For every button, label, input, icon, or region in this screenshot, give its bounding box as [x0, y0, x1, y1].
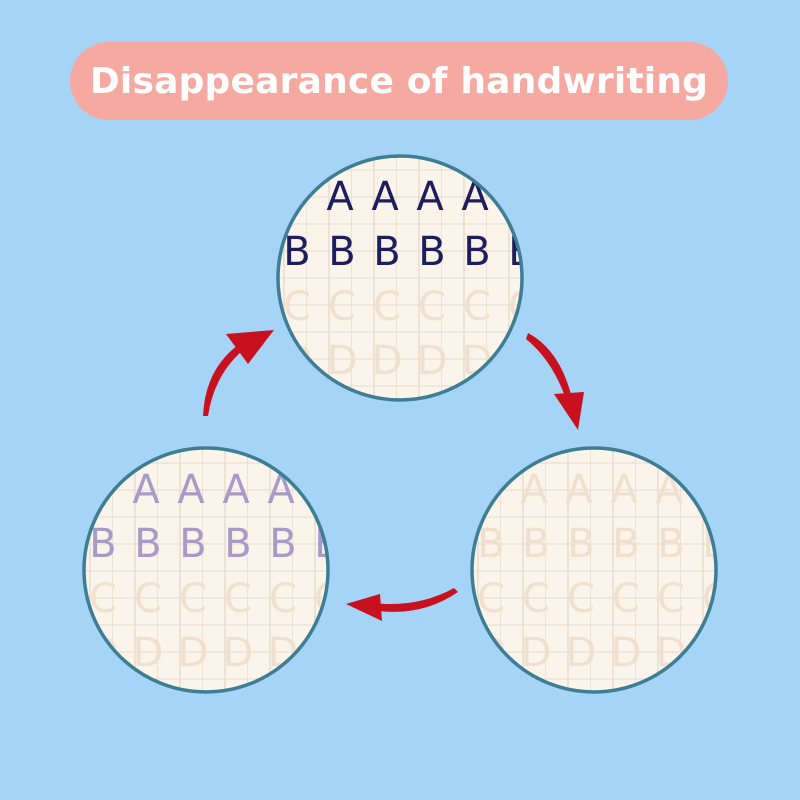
- letter-a: A: [132, 467, 160, 513]
- arrow-head: [346, 594, 382, 621]
- letter-a: A: [177, 467, 205, 513]
- arrow-body: [372, 588, 458, 612]
- letter-b: B: [612, 521, 639, 567]
- letter-a: A: [610, 467, 638, 513]
- letter-a: A: [416, 174, 444, 220]
- letter-a: A: [565, 467, 593, 513]
- letter-b: B: [224, 521, 251, 567]
- letter-b: B: [179, 521, 206, 567]
- letter-d: D: [701, 630, 732, 676]
- paper-background: [84, 448, 328, 692]
- letter-d: D: [327, 338, 358, 384]
- letter-d: D: [417, 338, 448, 384]
- circle-border: [470, 446, 718, 694]
- letter-c: C: [418, 284, 446, 330]
- letter-c: C: [463, 284, 491, 330]
- arrow-body: [203, 345, 242, 416]
- letter-d: D: [133, 630, 164, 676]
- letter-d: D: [611, 630, 642, 676]
- letter-b: B: [328, 229, 355, 275]
- letter-a: A: [326, 174, 354, 220]
- letter-b: B: [269, 521, 296, 567]
- letter-c: C: [567, 576, 595, 622]
- letter-c: C: [657, 576, 685, 622]
- letter-b: B: [567, 521, 594, 567]
- arrow-body: [526, 333, 572, 399]
- letter-d: D: [521, 630, 552, 676]
- letter-b: B: [463, 229, 490, 275]
- letter-c: C: [269, 576, 297, 622]
- letter-b: B: [522, 521, 549, 567]
- arrow-bottom-left-to-top: [203, 330, 274, 416]
- letter-d: D: [372, 338, 403, 384]
- letter-c: C: [373, 284, 401, 330]
- letter-d: D: [566, 630, 597, 676]
- letter-b: B: [283, 229, 310, 275]
- letter-d: D: [223, 630, 254, 676]
- letter-b: B: [373, 229, 400, 275]
- letter-b: B: [89, 521, 116, 567]
- letter-c: C: [328, 284, 356, 330]
- letter-d: D: [178, 630, 209, 676]
- title-banner: Disappearance of handwriting: [70, 42, 728, 120]
- letter-a: A: [371, 174, 399, 220]
- letter-a: A: [222, 467, 250, 513]
- letter-b: B: [477, 521, 504, 567]
- arrow-top-to-bottom-right: [526, 333, 584, 430]
- letter-c: C: [612, 576, 640, 622]
- letter-a: A: [520, 467, 548, 513]
- title-text: Disappearance of handwriting: [89, 60, 709, 102]
- arrow-bottom-right-to-bottom-left: [346, 588, 458, 621]
- circle-border: [82, 446, 330, 694]
- circle-border: [276, 154, 524, 402]
- letter-c: C: [134, 576, 162, 622]
- letter-b: B: [657, 521, 684, 567]
- letter-d: D: [313, 630, 344, 676]
- arrow-head: [226, 330, 274, 364]
- letter-b: B: [418, 229, 445, 275]
- letter-b: B: [134, 521, 161, 567]
- arrow-head: [554, 392, 584, 430]
- letter-c: C: [179, 576, 207, 622]
- paper-background: [472, 448, 716, 692]
- letter-c: C: [224, 576, 252, 622]
- letter-c: C: [522, 576, 550, 622]
